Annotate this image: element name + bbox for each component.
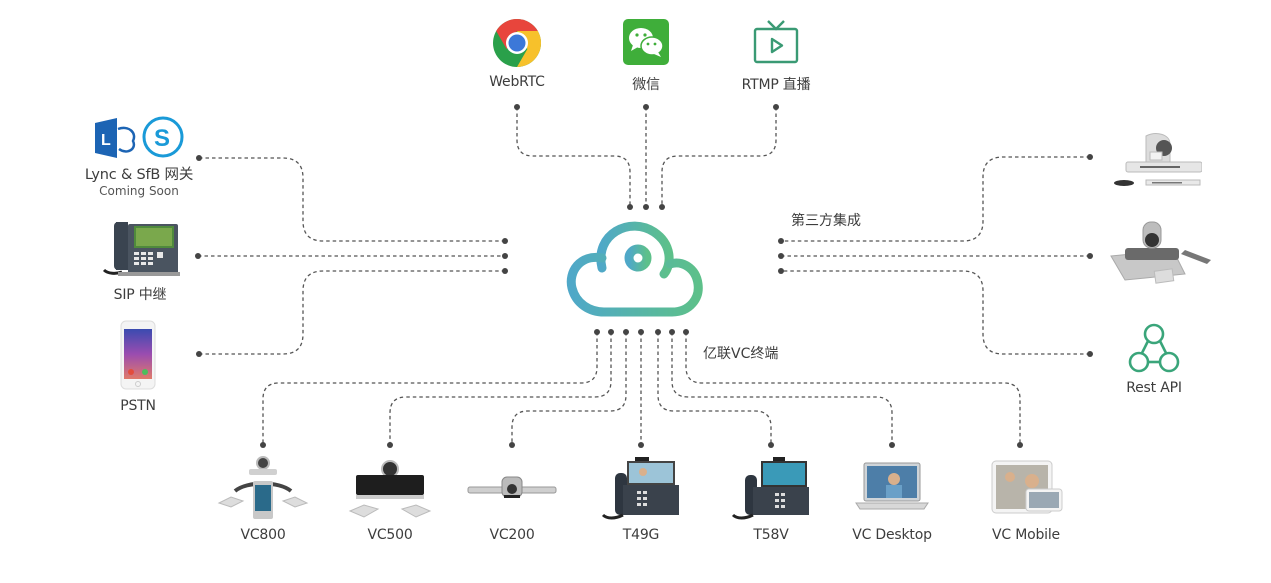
connector-t58v xyxy=(657,332,772,445)
node-label: PSTN xyxy=(120,398,156,414)
dot xyxy=(627,204,633,210)
node-label: 微信 xyxy=(632,77,660,93)
cloud-platform xyxy=(564,218,706,322)
dot xyxy=(778,253,784,259)
node-vc800[interactable]: VC800 xyxy=(213,455,313,543)
connector-pstn xyxy=(199,270,505,355)
node-label: VC Desktop xyxy=(852,527,932,543)
room-system-icon xyxy=(1114,133,1202,186)
dot xyxy=(195,253,201,259)
node-label: VC Mobile xyxy=(992,527,1060,543)
node-label: VC200 xyxy=(489,527,535,543)
connector-vc800 xyxy=(262,332,598,445)
node-ptz-camera-system[interactable] xyxy=(1106,216,1216,288)
node-vc200[interactable]: VC200 xyxy=(462,455,562,543)
tv-play-icon xyxy=(753,20,799,64)
node-label: T49G xyxy=(622,527,660,543)
node-vc-mobile[interactable]: VC Mobile xyxy=(976,455,1076,543)
node-label: RTMP 直播 xyxy=(741,77,811,93)
dot xyxy=(502,268,508,274)
dot xyxy=(260,442,266,448)
svg-text:S: S xyxy=(154,125,170,152)
dot xyxy=(502,253,508,259)
cloud-icon xyxy=(566,221,703,317)
node-label: SIP 中继 xyxy=(113,287,167,303)
dot xyxy=(502,238,508,244)
node-label: VC800 xyxy=(240,527,286,543)
dot xyxy=(659,204,665,210)
connector-rtmp xyxy=(661,107,777,207)
node-rtmp[interactable]: RTMP 直播 xyxy=(726,18,826,94)
node-lync-sfb[interactable]: L S Lync & SfB 网关 Coming Soon xyxy=(72,115,206,198)
t58v-phone-icon xyxy=(731,457,809,520)
vc500-icon xyxy=(348,460,432,518)
node-vc500[interactable]: VC500 xyxy=(340,455,440,543)
dot xyxy=(773,104,779,110)
lync-skype-icon: L S xyxy=(95,116,184,158)
node-label: Lync & SfB 网关 xyxy=(84,167,194,183)
node-pstn[interactable]: PSTN xyxy=(105,320,171,414)
dot xyxy=(638,329,644,335)
dot xyxy=(669,329,675,335)
node-room-system[interactable] xyxy=(1108,132,1204,192)
dot xyxy=(623,329,629,335)
node-label: T58V xyxy=(753,527,789,543)
node-wechat[interactable]: 微信 xyxy=(606,18,686,94)
dot xyxy=(514,104,520,110)
connector-webrtc xyxy=(516,107,631,207)
ptz-camera-system-icon xyxy=(1110,221,1211,284)
dot xyxy=(643,204,649,210)
node-label: VC500 xyxy=(367,527,413,543)
dot xyxy=(387,442,393,448)
tablet-icon xyxy=(991,460,1063,514)
dot xyxy=(1087,253,1093,259)
dot xyxy=(196,155,202,161)
dot xyxy=(643,104,649,110)
ip-phone-icon xyxy=(102,222,180,276)
node-sip-trunk[interactable]: SIP 中继 xyxy=(92,218,188,304)
node-t49g[interactable]: T49G xyxy=(591,455,691,543)
dot xyxy=(1087,154,1093,160)
dot xyxy=(778,238,784,244)
rest-api-icon xyxy=(1128,323,1180,373)
dot xyxy=(683,329,689,335)
connector-vc200 xyxy=(511,332,627,445)
node-webrtc[interactable]: WebRTC xyxy=(477,18,557,90)
connector-vc-mobile xyxy=(685,332,1021,445)
dot xyxy=(196,351,202,357)
dot xyxy=(1087,351,1093,357)
group-label-third-party: 第三方集成 xyxy=(791,213,861,229)
node-sublabel: Coming Soon xyxy=(99,184,179,198)
dot xyxy=(655,329,661,335)
vc800-icon xyxy=(217,456,309,519)
svg-text:L: L xyxy=(101,132,111,149)
wechat-icon xyxy=(623,19,669,65)
dot xyxy=(638,442,644,448)
dot xyxy=(1017,442,1023,448)
connector-vc-desktop xyxy=(671,332,893,445)
node-rest-api[interactable]: Rest API xyxy=(1112,322,1196,396)
node-label: Rest API xyxy=(1126,380,1182,396)
vc200-icon xyxy=(467,476,557,498)
node-t58v[interactable]: T58V xyxy=(721,455,821,543)
connector-lync xyxy=(199,157,505,242)
dot xyxy=(778,268,784,274)
group-label-yealink-terminals: 亿联VC终端 xyxy=(703,346,779,362)
connector-rest-api xyxy=(781,270,1090,355)
node-vc-desktop[interactable]: VC Desktop xyxy=(842,455,942,543)
dot xyxy=(768,442,774,448)
dot xyxy=(594,329,600,335)
t49g-phone-icon xyxy=(601,457,679,520)
node-label: WebRTC xyxy=(489,74,545,90)
dot xyxy=(509,442,515,448)
laptop-icon xyxy=(855,462,929,510)
dot xyxy=(608,329,614,335)
smartphone-icon xyxy=(120,320,156,390)
chrome-icon xyxy=(493,18,542,68)
dot xyxy=(889,442,895,448)
connector-vc500 xyxy=(389,332,612,445)
